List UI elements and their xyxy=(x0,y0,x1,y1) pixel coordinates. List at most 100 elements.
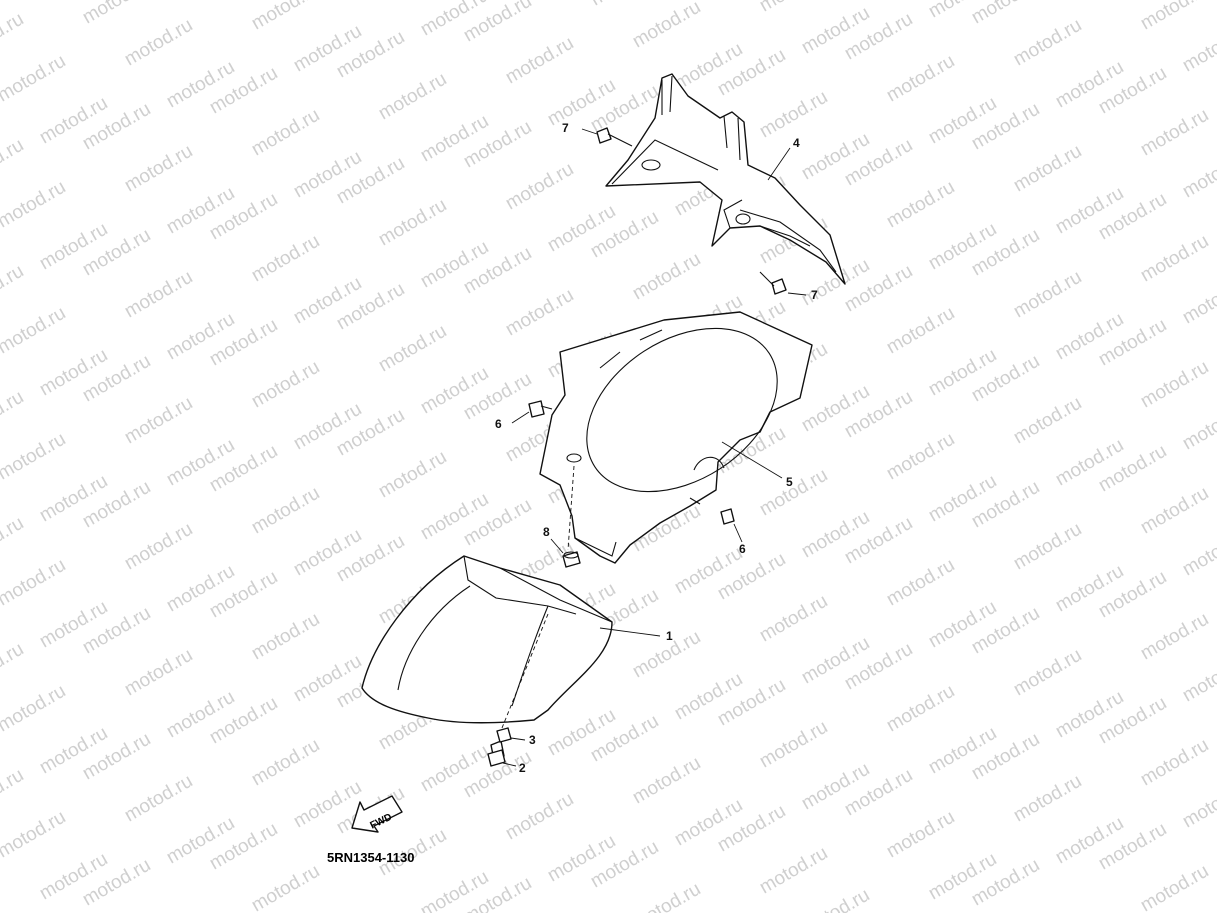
watermark-text: motod.ru xyxy=(1010,645,1085,701)
leader-lines xyxy=(502,128,807,767)
watermark-text: motod.ru xyxy=(0,9,27,65)
watermark-text: motod.ru xyxy=(502,33,577,89)
watermark-text: motod.ru xyxy=(1179,399,1217,455)
watermark-text: motod.ru xyxy=(1179,147,1217,203)
watermark-text: motod.ru xyxy=(1137,861,1212,913)
watermark-text: motod.ru xyxy=(0,639,27,695)
watermark-text: motod.ru xyxy=(0,135,27,191)
watermark-text: motod.ru xyxy=(756,717,831,773)
watermark-text: motod.ru xyxy=(248,609,323,665)
watermark-text: motod.ru xyxy=(502,285,577,341)
part-7-bolt-lower xyxy=(759,271,787,295)
watermark-text: motod.ru xyxy=(375,69,450,125)
watermark-text: motod.ru xyxy=(248,735,323,791)
watermark-text: motod.ru xyxy=(121,393,196,449)
watermark-text: motod.ru xyxy=(0,387,27,443)
watermark-text: motod.ru xyxy=(121,771,196,827)
watermark-text: motod.ru xyxy=(121,267,196,323)
watermark-text: motod.ru xyxy=(375,195,450,251)
callout-4: 4 xyxy=(793,136,800,150)
watermark-text: motod.ru xyxy=(883,303,958,359)
watermark-text: motod.ru xyxy=(883,51,958,107)
callout-1: 1 xyxy=(666,629,673,643)
watermark-text: motod.ru xyxy=(798,885,873,913)
watermark-text: motod.ru xyxy=(79,0,154,28)
watermark-text: motod.ru xyxy=(629,249,704,305)
watermark-text: motod.ru xyxy=(375,447,450,503)
watermark-text: motod.ru xyxy=(1179,273,1217,329)
watermark-text: motod.ru xyxy=(375,321,450,377)
watermark-text: motod.ru xyxy=(629,0,704,52)
watermark-text: motod.ru xyxy=(1137,735,1212,791)
watermark-text: motod.ru xyxy=(968,0,1043,28)
watermark-text: motod.ru xyxy=(248,483,323,539)
watermark-text: motod.ru xyxy=(0,513,27,569)
watermark-text: motod.ru xyxy=(248,105,323,161)
watermark-text: motod.ru xyxy=(1137,0,1212,34)
watermark-text: motod.ru xyxy=(756,843,831,899)
watermark-text: motod.ru xyxy=(1010,15,1085,71)
watermark-text: motod.ru xyxy=(0,51,69,107)
watermark-text: motod.ru xyxy=(629,879,704,913)
alignment-lines xyxy=(501,465,575,729)
watermark-text: motod.ru xyxy=(756,0,831,16)
watermark-text: motod.ru xyxy=(121,15,196,71)
watermark-text: motod.ru xyxy=(1179,525,1217,581)
watermark-text: motod.ru xyxy=(1010,267,1085,323)
watermark-text: motod.ru xyxy=(1010,519,1085,575)
callout-6-right: 6 xyxy=(739,542,746,556)
watermark-text: motod.ru xyxy=(121,645,196,701)
watermark-text: motod.ru xyxy=(0,681,69,737)
watermark-text: motod.ru xyxy=(502,159,577,215)
callout-2: 2 xyxy=(519,761,526,775)
watermark-text: motod.ru xyxy=(248,861,323,913)
callout-labels: 1 2 3 4 5 6 6 7 7 8 xyxy=(495,121,818,775)
watermark-text: motod.ru xyxy=(756,591,831,647)
callout-5: 5 xyxy=(786,475,793,489)
watermark-text: motod.ru xyxy=(883,555,958,611)
watermark-text: motod.ru xyxy=(0,765,27,821)
watermark-text: motod.ru xyxy=(0,177,69,233)
watermark-text: motod.ru xyxy=(1010,141,1085,197)
diagram-code: 5RN1354-1130 xyxy=(327,850,414,865)
watermark-text: motod.ru xyxy=(1179,777,1217,833)
watermark-text: motod.ru xyxy=(1137,357,1212,413)
callout-8: 8 xyxy=(543,525,550,539)
part-7-bolt-upper xyxy=(596,127,633,147)
watermark-text: motod.ru xyxy=(0,555,69,611)
callout-7-lower: 7 xyxy=(811,288,818,302)
watermark-text: motod.ru xyxy=(121,519,196,575)
watermark-text: motod.ru xyxy=(1137,231,1212,287)
watermark-text: motod.ru xyxy=(587,0,662,10)
part-5-rear-fender xyxy=(539,311,813,564)
watermark-text: motod.ru xyxy=(1179,651,1217,707)
watermark-text: motod.ru xyxy=(121,141,196,197)
part-3-nut xyxy=(496,727,512,743)
callout-7-upper: 7 xyxy=(562,121,569,135)
watermark-text: motod.ru xyxy=(248,357,323,413)
watermark-text: motod.ru xyxy=(0,429,69,485)
watermark-text: motod.ru xyxy=(248,0,323,34)
watermark-text: motod.ru xyxy=(1010,393,1085,449)
watermark-text: motod.ru xyxy=(883,681,958,737)
watermark-text: motod.ru xyxy=(883,807,958,863)
part-8-grommet xyxy=(562,551,581,568)
watermark-text: motod.ru xyxy=(0,303,69,359)
part-1-front-fender xyxy=(361,555,613,724)
watermark-text: motod.ru xyxy=(1179,21,1217,77)
watermark-text: motod.ru xyxy=(248,231,323,287)
watermark-text: motod.ru xyxy=(1137,105,1212,161)
watermark-text: motod.ru xyxy=(1137,483,1212,539)
watermark-text: motod.ru xyxy=(883,177,958,233)
watermark-text: motod.ru xyxy=(756,465,831,521)
watermark-text: motod.ru xyxy=(502,789,577,845)
watermark-text: motod.ru xyxy=(0,261,27,317)
part-4-rear-flap xyxy=(605,73,846,285)
part-6-clip-right xyxy=(720,508,735,525)
watermark-text: motod.ru xyxy=(756,87,831,143)
watermark-text: motod.ru xyxy=(1010,771,1085,827)
part-6-clip-left xyxy=(528,400,553,418)
watermark-text: motod.ru xyxy=(629,753,704,809)
watermark-text: motod.ru xyxy=(883,429,958,485)
